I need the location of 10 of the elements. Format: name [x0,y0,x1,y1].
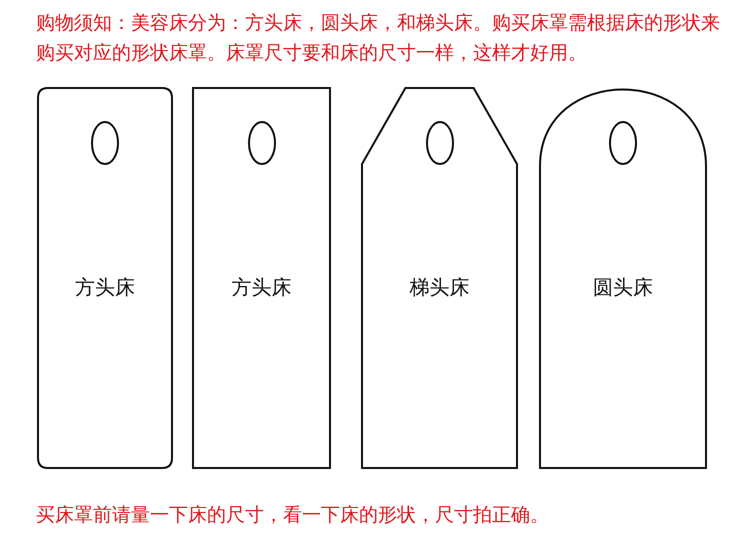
title-note: 购物须知：美容床分为：方头床，圆头床，和梯头床。购买床罩需根据床的形状来购买对应的形状床罩。床罩尺寸要和床的尺寸一样，这样才好用。 [36,11,721,66]
bed-type-label: 方头床 [230,274,292,301]
bed-outline [193,88,330,468]
bed-type-label: 梯头床 [408,274,470,301]
bed-type-label: 方头床 [74,274,136,301]
bed-outline [362,88,517,468]
bed-outline [38,88,172,468]
caption-note: 买床罩前请量一下床的尺寸，看一下床的形状，尺寸拍正确。 [36,503,550,528]
bed-outline [540,88,706,468]
bed-type-label: 圆头床 [592,274,654,301]
